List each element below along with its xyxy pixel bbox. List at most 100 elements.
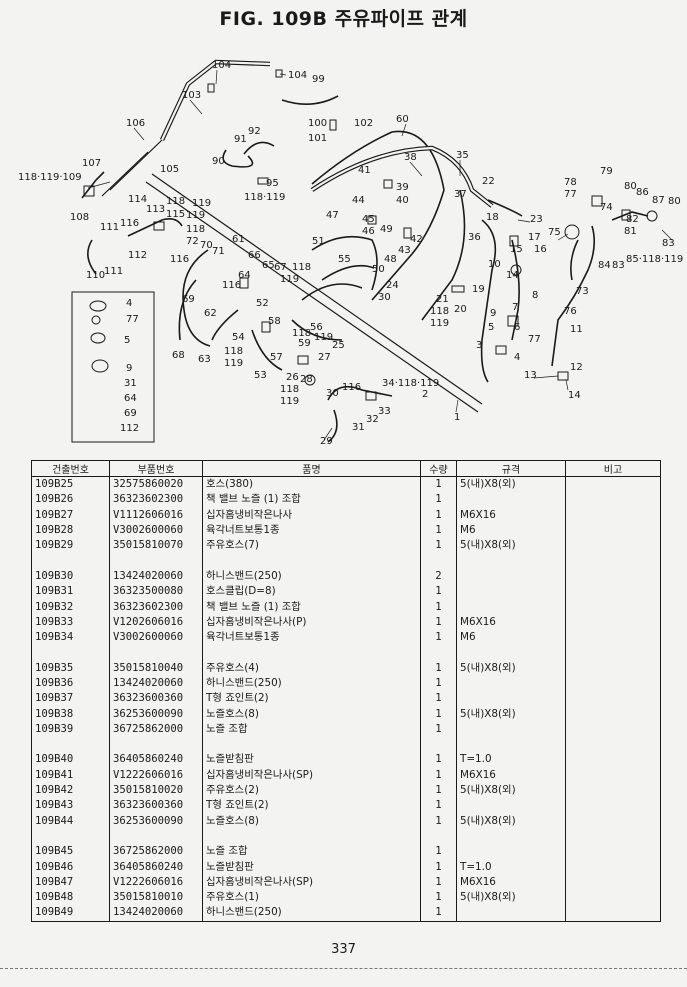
callout-label: 119 <box>280 396 299 407</box>
cell-spec: T=1.0 <box>456 752 566 768</box>
inset-label-4: 4 <box>126 298 132 309</box>
cell-part-name: 호스(380) <box>202 476 421 493</box>
cell-remarks <box>565 859 661 875</box>
cell-ref-no: 109B38 <box>31 706 110 722</box>
page-number: 337 <box>331 942 356 957</box>
cell-remarks <box>565 614 661 630</box>
cell-ref-no <box>31 737 110 753</box>
cell-ref-no: 109B45 <box>31 844 110 860</box>
cell-remarks <box>565 782 661 799</box>
callout-label: 52 <box>256 298 269 309</box>
cell-quantity: 1 <box>420 767 457 783</box>
header-remarks: 비고 <box>565 460 661 477</box>
cell-quantity: 1 <box>420 584 457 600</box>
callout-label: 102 <box>354 118 373 129</box>
cell-part-no: 13424020060 <box>109 568 203 585</box>
callout-label: 43 <box>398 245 411 256</box>
hose-network <box>81 95 649 443</box>
cell-remarks <box>565 553 661 569</box>
cell-part-no: 35015810040 <box>109 660 203 676</box>
callout-label: 29 <box>320 436 333 447</box>
table-row <box>31 645 661 661</box>
cell-remarks <box>565 522 661 539</box>
callout-label: 118·119·109 <box>18 172 82 183</box>
callout-label: 33 <box>378 406 391 417</box>
callout-label: 56 <box>310 322 323 333</box>
callout-label: 26 <box>286 372 299 383</box>
cell-part-name: 하니스밴드(250) <box>202 568 421 585</box>
cell-quantity: 1 <box>420 660 457 676</box>
callout-label: 59 <box>298 338 311 349</box>
callout-label: 119 <box>224 358 243 369</box>
cell-part-no: 36323602300 <box>109 599 203 615</box>
callout-label: 15 <box>510 244 523 255</box>
cell-part-name: 십자홈냉비작은나사(SP) <box>202 767 421 783</box>
inset-box: 4 77 5 9 31 64 69 112 <box>71 291 155 443</box>
cell-ref-no: 109B27 <box>31 507 110 523</box>
cell-part-no: 36323500080 <box>109 584 203 600</box>
callout-label: 73 <box>576 286 589 297</box>
cell-part-no: 36253600090 <box>109 813 203 829</box>
callout-label: 4 <box>514 352 520 363</box>
cell-quantity: 1 <box>420 614 457 630</box>
table-row <box>31 828 661 845</box>
callout-label: 87 <box>652 195 665 206</box>
cell-part-no: 35015810020 <box>109 782 203 799</box>
callout-label: 83 <box>612 260 625 271</box>
callout-label: 66 <box>248 250 261 261</box>
cell-part-no: 35015810010 <box>109 890 203 906</box>
callout-label: 31 <box>352 422 365 433</box>
cell-part-name: 육각너트보통1종 <box>202 629 421 646</box>
inset-label-77: 77 <box>126 314 139 325</box>
callout-label: 22 <box>482 176 495 187</box>
callout-label: 67 <box>274 262 287 273</box>
page-edge-divider <box>0 968 687 973</box>
callout-label: 54 <box>232 332 245 343</box>
header-quantity: 수량 <box>420 460 457 477</box>
cell-part-no: 36323600360 <box>109 798 203 814</box>
callout-label: 74 <box>600 202 613 213</box>
callout-label: 80 <box>668 196 681 207</box>
callout-label: 63 <box>198 354 211 365</box>
cell-remarks <box>565 629 661 646</box>
cell-quantity <box>420 828 457 845</box>
cell-remarks <box>565 645 661 661</box>
cell-quantity: 1 <box>420 599 457 615</box>
callout-label: 3 <box>476 340 482 351</box>
callout-label: 42 <box>410 234 423 245</box>
callout-label: 49 <box>380 224 393 235</box>
callout-label: 105 <box>160 164 179 175</box>
cell-quantity: 1 <box>420 538 457 554</box>
cell-remarks <box>565 828 661 845</box>
callout-label: 45 <box>362 214 375 225</box>
cell-ref-no: 109B35 <box>31 660 110 676</box>
cell-part-name: 주유호스(1) <box>202 890 421 906</box>
cell-part-name: 책 밸브 노즐 (1) 조합 <box>202 599 421 615</box>
callout-label: 17 <box>528 232 541 243</box>
cell-spec <box>456 798 566 814</box>
cell-quantity: 1 <box>420 629 457 646</box>
callout-label: 71 <box>212 246 225 257</box>
cell-spec: 5(내)X8(외) <box>456 813 566 829</box>
cell-ref-no: 109B40 <box>31 752 110 768</box>
callout-label: 77 <box>564 189 577 200</box>
cell-spec <box>456 553 566 569</box>
callout-label: 72 <box>186 236 199 247</box>
callout-label: 77 <box>528 334 541 345</box>
cell-quantity: 1 <box>420 476 457 493</box>
callout-label: 116 <box>120 218 139 229</box>
frame-bar <box>101 59 483 413</box>
header-ref-no: 건출번호 <box>31 460 110 477</box>
callout-label: 116 <box>222 280 241 291</box>
callout-label: 119 <box>314 332 333 343</box>
